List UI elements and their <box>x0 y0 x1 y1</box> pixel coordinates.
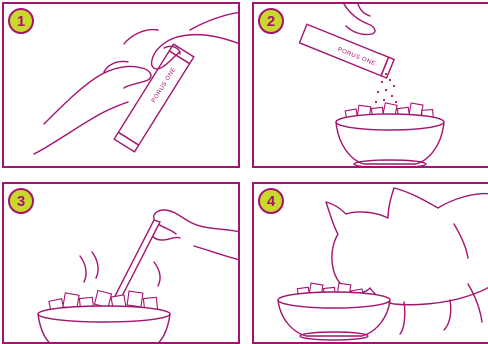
step-1-number: 1 <box>17 13 25 30</box>
hands-opening-sachet-illustration: PORUS ONE <box>4 4 240 168</box>
stirring-food-illustration <box>4 184 240 344</box>
step-3-number: 3 <box>17 193 25 210</box>
step-4-badge: 4 <box>258 188 284 214</box>
step-2-badge: 2 <box>258 8 284 34</box>
step-3-badge: 3 <box>8 188 34 214</box>
step-2-number: 2 <box>267 13 275 30</box>
cat-eating-illustration <box>254 184 488 344</box>
step-3-panel <box>2 182 240 344</box>
step-2-panel: PORUS ONE <box>252 2 488 168</box>
step-4-panel <box>252 182 488 344</box>
pouring-powder-on-food-illustration: PORUS ONE <box>254 4 488 168</box>
step-1-panel: PORUS ONE <box>2 2 240 168</box>
step-1-badge: 1 <box>8 8 34 34</box>
step-4-number: 4 <box>267 193 275 210</box>
